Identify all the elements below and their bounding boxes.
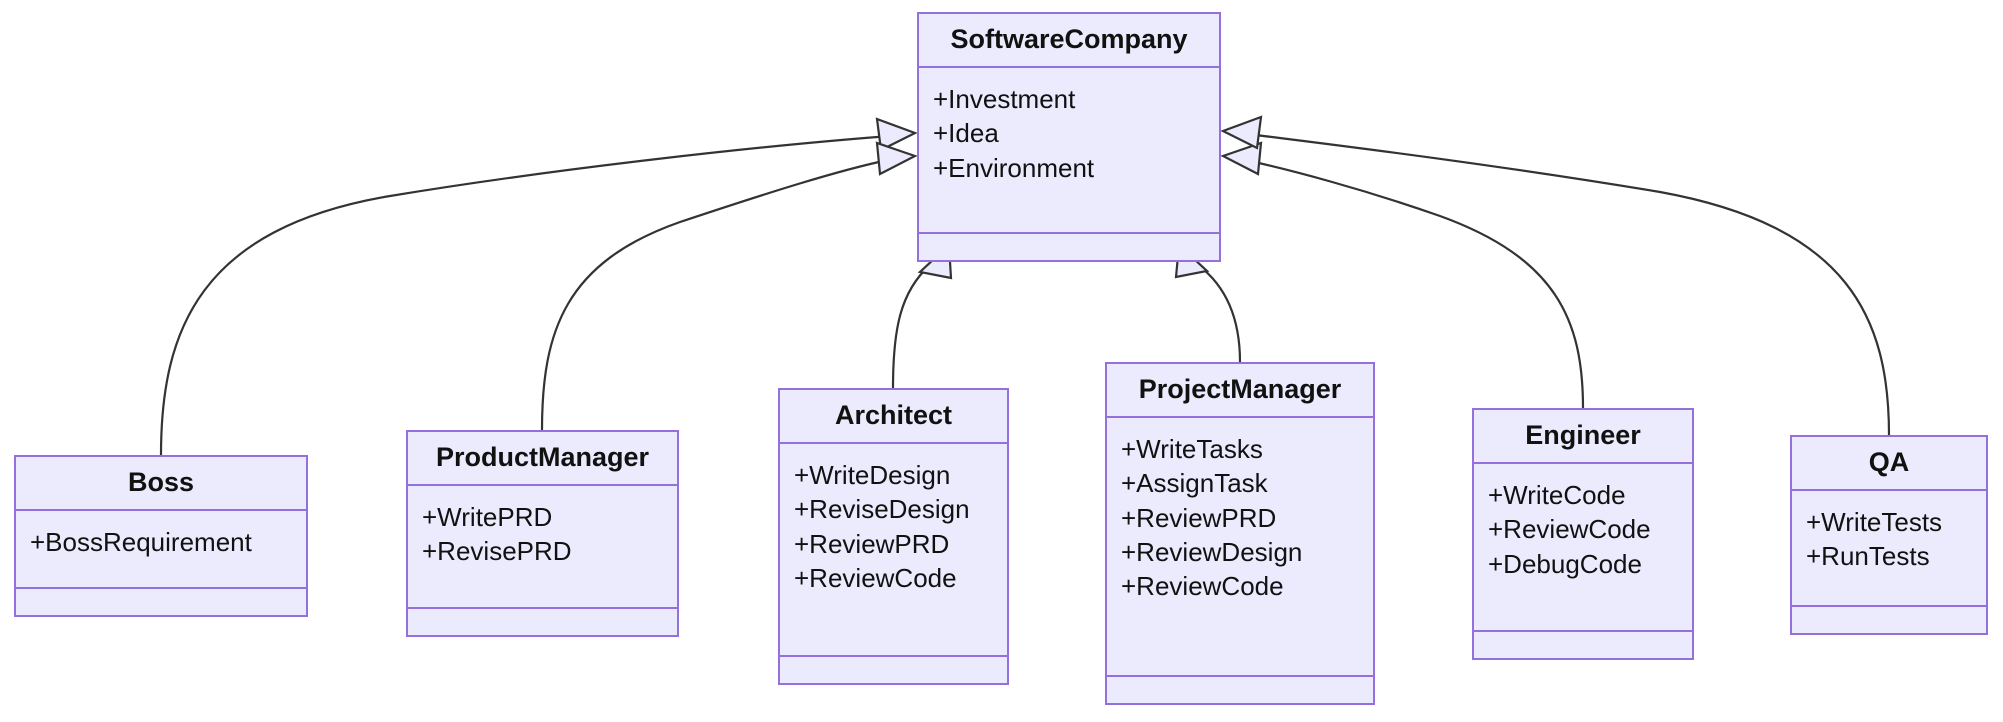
class-member: +WriteTests: [1806, 507, 1943, 537]
inheritance-arrowhead: [875, 141, 918, 176]
class-methods-architect: [780, 657, 1007, 683]
class-member: +WriteTasks: [1121, 434, 1263, 464]
class-box-qa[interactable]: QA +WriteTests +RunTests: [1790, 435, 1988, 635]
class-member: +ReviewCode: [794, 562, 957, 593]
class-member: +WriteDesign: [794, 460, 951, 490]
class-member: +ReviewPRD: [1121, 502, 1277, 533]
class-box-product-manager[interactable]: ProductManager +WritePRD +RevisePRD: [406, 430, 679, 637]
class-methods-software-company: [919, 234, 1219, 260]
class-members-software-company: +Investment +Idea +Environment: [919, 68, 1219, 234]
class-member: +ReviewPRD: [794, 528, 950, 559]
class-title-architect: Architect: [780, 390, 1007, 444]
class-member: +Idea: [933, 118, 999, 149]
class-title-product-manager: ProductManager: [408, 432, 677, 486]
class-member: +RevisePRD: [422, 536, 572, 567]
class-methods-qa: [1792, 607, 1986, 633]
class-title-engineer: Engineer: [1474, 410, 1692, 464]
class-member: +Investment: [933, 84, 1076, 114]
edge-architect-to-softwarecompany: [891, 242, 953, 389]
inheritance-arrowhead: [875, 117, 918, 152]
class-member: +DebugCode: [1488, 548, 1642, 579]
class-member: +AssignTask: [1121, 468, 1268, 499]
class-member: +ReviewCode: [1488, 514, 1651, 545]
class-members-architect: +WriteDesign +ReviseDesign +ReviewPRD +R…: [780, 444, 1007, 657]
class-member: +RunTests: [1806, 541, 1930, 572]
class-member: +ReviewDesign: [1121, 536, 1303, 567]
class-methods-boss: [16, 589, 306, 615]
class-member: +Environment: [933, 152, 1095, 183]
class-methods-product-manager: [408, 609, 677, 635]
class-box-boss[interactable]: Boss +BossRequirement: [14, 455, 308, 617]
class-member: +WritePRD: [422, 502, 553, 532]
class-box-project-manager[interactable]: ProjectManager +WriteTasks +AssignTask +…: [1105, 362, 1375, 705]
edge-productmanager-to-softwarecompany: [540, 141, 918, 431]
class-member: +ReviewCode: [1121, 571, 1284, 602]
class-member: +ReviseDesign: [794, 494, 970, 525]
inheritance-arrowhead: [1220, 141, 1263, 176]
class-members-project-manager: +WriteTasks +AssignTask +ReviewPRD +Revi…: [1107, 418, 1373, 677]
class-title-project-manager: ProjectManager: [1107, 364, 1373, 418]
class-member: +BossRequirement: [30, 527, 252, 557]
class-members-qa: +WriteTests +RunTests: [1792, 491, 1986, 607]
class-methods-engineer: [1474, 632, 1692, 658]
class-methods-project-manager: [1107, 677, 1373, 703]
class-title-boss: Boss: [16, 457, 306, 511]
class-box-software-company[interactable]: SoftwareCompany +Investment +Idea +Envir…: [917, 12, 1221, 262]
class-box-engineer[interactable]: Engineer +WriteCode +ReviewCode +DebugCo…: [1472, 408, 1694, 660]
class-members-boss: +BossRequirement: [16, 511, 306, 589]
inheritance-arrowhead: [1220, 115, 1263, 150]
edge-projectmanager-to-softwarecompany: [1174, 242, 1242, 363]
class-title-software-company: SoftwareCompany: [919, 14, 1219, 68]
class-members-engineer: +WriteCode +ReviewCode +DebugCode: [1474, 464, 1692, 632]
class-member: +WriteCode: [1488, 480, 1626, 510]
class-title-qa: QA: [1792, 437, 1986, 491]
class-box-architect[interactable]: Architect +WriteDesign +ReviseDesign +Re…: [778, 388, 1009, 685]
class-members-product-manager: +WritePRD +RevisePRD: [408, 486, 677, 609]
